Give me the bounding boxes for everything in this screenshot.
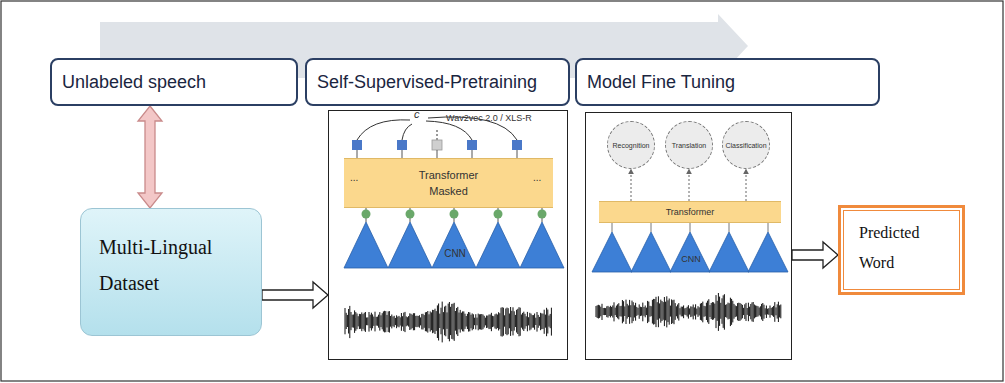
node-text: Model Fine Tuning <box>587 72 735 93</box>
dataset-box: Multi-Lingual Dataset <box>80 208 262 336</box>
node-text: Predicted Word <box>859 218 948 278</box>
task-circle: Recognition <box>607 121 655 169</box>
transformer-bar: Transformer <box>599 201 781 223</box>
node-text: Recognition <box>613 142 650 149</box>
panel-ground <box>585 112 792 360</box>
stage-header: Self-Supervised-Pretraining <box>305 58 570 106</box>
node-text: CNN <box>671 254 711 264</box>
node-text: CNN <box>435 248 475 259</box>
waveform-stroke <box>596 293 781 331</box>
node-text: Classification <box>725 142 766 149</box>
cnn-encoder <box>592 222 788 272</box>
flow-arrow <box>262 282 328 308</box>
double-arrow <box>138 106 162 208</box>
task-circle: Translation <box>665 121 713 169</box>
transformer-bar: TransformerMasked <box>344 158 553 208</box>
stage-header: Unlabeled speech <box>50 58 298 106</box>
waveform <box>345 302 551 343</box>
waveform-stroke <box>345 302 551 343</box>
finetuning-panel: CNN Recognition Translation ClassificationT… <box>585 112 792 360</box>
dotted-arrow <box>746 169 747 201</box>
node-text: Transformer <box>666 207 715 217</box>
flow-arrow <box>792 242 838 268</box>
output-squares <box>352 140 522 158</box>
context-symbol: c <box>414 108 420 120</box>
ellipsis-label: ... <box>533 172 541 183</box>
dotted-arrow <box>631 169 632 201</box>
waveform <box>596 293 781 331</box>
ellipsis-label: ... <box>350 172 358 183</box>
node-text: Wav2vec 2.0 / XLS-R <box>446 113 566 123</box>
dotted-arrow <box>689 169 690 201</box>
cnn-encoder <box>344 222 564 268</box>
panel-ground <box>328 110 568 360</box>
quantized-dots <box>362 207 547 222</box>
node-text: Unlabeled speech <box>62 72 206 93</box>
node-text: Multi-Lingual Dataset <box>99 229 245 301</box>
output-box: Predicted Word <box>838 205 965 295</box>
node-text: Masked <box>429 183 468 199</box>
task-circle: Classification <box>722 121 770 169</box>
node-text: Transformer <box>419 167 479 183</box>
stage-header: Model Fine Tuning <box>575 58 880 106</box>
pretraining-panel: Wav2vec 2.0 / XLS-R CNN TransformerMasked <box>328 110 568 360</box>
node-text: Self-Supervised-Pretraining <box>317 72 537 93</box>
node-text: Translation <box>672 142 706 149</box>
